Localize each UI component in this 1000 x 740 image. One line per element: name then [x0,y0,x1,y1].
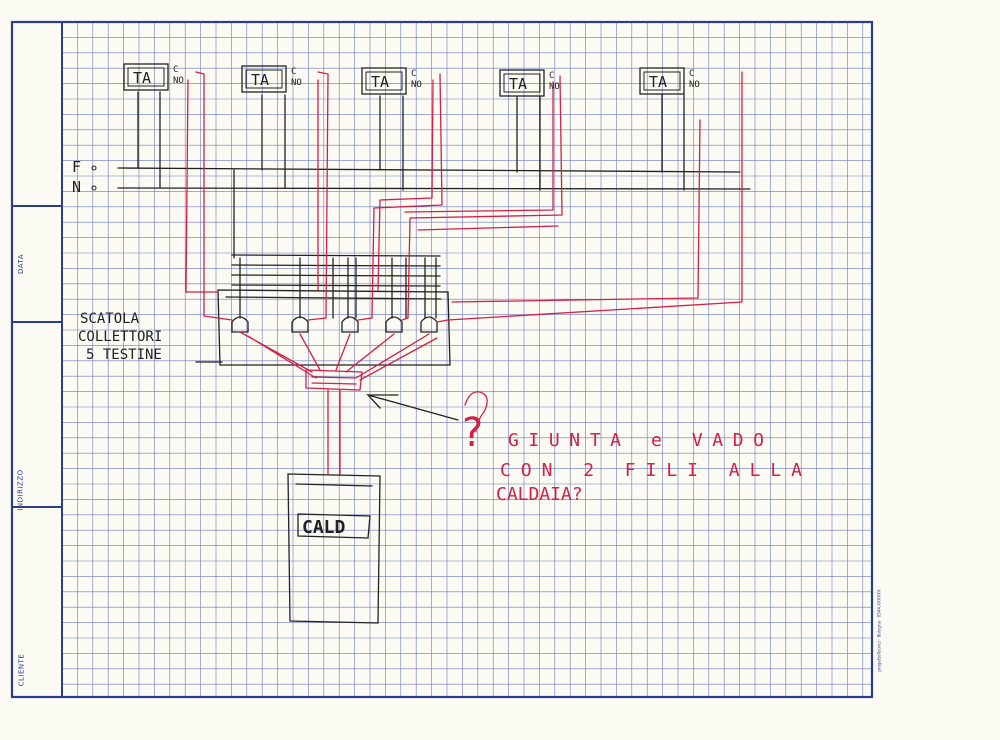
page-frame [10,20,874,699]
ta1-red-loop [195,71,233,321]
ta2-stems [261,94,286,189]
neutral-bus [117,187,751,190]
ta4-stems [516,96,541,191]
thermostat-contact-label: C [291,67,296,77]
boiler-label-box [297,513,371,539]
thermostat-box [361,67,407,95]
thermostat-box [241,65,287,93]
question-mark: ? [462,410,483,456]
phase-bus [117,167,741,173]
ta2-red-loop [307,71,329,321]
ta5-stems [661,94,685,191]
neutral-label: N [72,178,81,196]
thermostat-inner-box [643,71,681,91]
thermostat-label: TA [133,69,151,87]
thermostat-inner-box [127,67,165,87]
actuator-3 [341,316,359,333]
thermostat-label: TA [371,73,389,91]
thermostat-inner-box [503,73,541,93]
fan-in-wires [239,331,438,381]
manifold-label-line-1: SCATOLA [80,311,140,327]
ta5-red-loop [436,71,743,323]
boiler-feed [327,389,341,475]
thermostat-inner-box [365,71,403,91]
thermostat-contact-label: NO [689,80,700,90]
neutral-terminal [91,185,97,191]
thermostat-box [639,67,685,95]
thermostat-label: TA [251,71,269,89]
actuator-4 [385,316,403,333]
manifold-box-outline [217,289,451,366]
ta5-red-return [451,119,701,303]
thermostat-contact-label: NO [549,82,560,92]
phase-label: F [72,158,81,176]
phase-terminal [91,165,97,171]
thermostat-contact-label: NO [411,80,422,90]
junction-inner [311,376,357,385]
manifold-verticals [239,257,437,319]
thermostat-contact-label: C [173,65,178,75]
boiler-body [287,473,381,624]
ta3-stems [379,95,404,191]
question-note-line-2: CON 2 FILI ALLA [500,460,802,481]
ta1-stems [137,91,161,189]
printer-credit: progettoTecnici · Bologna · 0544.XXXXXX [876,588,882,672]
graph-paper-grid [61,21,872,697]
boiler-label: CALD [302,517,346,538]
thermostat-box [123,63,169,91]
red-wiring [185,71,743,475]
question-curl [464,391,488,433]
boiler-topline [295,483,373,487]
thermostat-label: TA [509,75,527,93]
actuator-2 [291,316,309,333]
thermostat-contact-label: NO [291,78,302,88]
thermostat-contact-label: NO [173,76,184,86]
question-note-line-1: GIUNTA e VADO [508,430,764,451]
ta1-red-return [185,79,219,293]
manifold-label-line-3: 5 TESTINE [86,347,162,363]
black-wiring [117,91,751,624]
junction-box [305,369,363,391]
thermostat-contact-label: C [549,71,554,81]
thermostat-box [499,69,545,97]
ta3-red-loop [357,73,443,321]
thermostat-label: TA [649,73,667,91]
thermostat-contact-label: C [689,69,694,79]
manifold-bundle [231,254,441,287]
ta4-red-mid [417,225,559,231]
annotation-arrow [365,393,459,421]
field-label-indirizzo: INDIRIZZO [17,469,26,511]
manifold-label-line-2: COLLETTORI [78,329,162,345]
question-note-line-3: CALDAIA? [496,484,583,505]
ta4-red-loop [401,75,563,321]
field-label-data: DATA [16,253,25,275]
field-label-cliente: CLIENTE [17,653,25,687]
thermostat-contact-label: C [411,69,416,79]
ta4-red-return [404,81,554,213]
ta3-red-return [377,79,434,291]
actuator-1 [231,316,249,333]
manifold-box-inner [225,296,442,300]
thermostat-inner-box [245,69,283,89]
